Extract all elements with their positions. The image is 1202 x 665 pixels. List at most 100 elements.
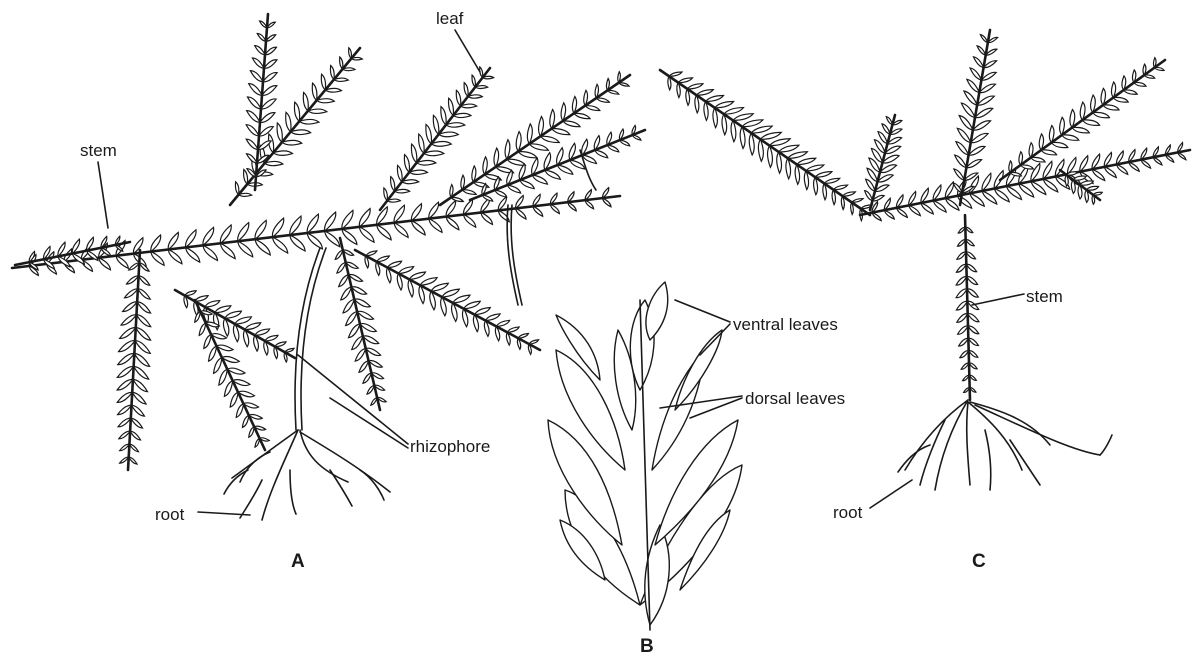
leaf-shape bbox=[456, 90, 461, 106]
leaf-shape bbox=[1104, 167, 1116, 178]
leaf-shape bbox=[568, 202, 576, 211]
leaf-shape bbox=[404, 155, 409, 173]
leaf-shape bbox=[706, 96, 724, 102]
leaf-shape bbox=[348, 324, 360, 338]
pointer-rhizophore-1 bbox=[298, 355, 408, 444]
leaf-shape bbox=[749, 133, 754, 155]
leaf-shape bbox=[886, 117, 892, 125]
leaf-shape bbox=[265, 335, 278, 341]
leaf-shape bbox=[788, 152, 808, 159]
leaf-shape bbox=[119, 431, 130, 439]
leaf-shape bbox=[1031, 181, 1046, 194]
panel-b-shoot-detail bbox=[548, 282, 742, 630]
leaf-shape bbox=[134, 354, 149, 367]
leaf-shape bbox=[308, 109, 327, 113]
leaf-shape bbox=[118, 418, 131, 427]
leaf-shape bbox=[397, 165, 402, 181]
leaf-shape bbox=[136, 328, 151, 341]
leaf-shape bbox=[439, 132, 459, 137]
leaf-shape bbox=[116, 256, 128, 269]
branch-a-tip bbox=[15, 236, 130, 270]
leaf-shape bbox=[1132, 70, 1135, 83]
leaf-shape bbox=[959, 338, 969, 346]
leaf-shape bbox=[246, 154, 257, 163]
leaf-shape bbox=[518, 334, 528, 339]
root-strand bbox=[240, 452, 270, 482]
root-strand bbox=[240, 480, 262, 518]
leaf-shape bbox=[359, 227, 374, 242]
leaf-shape bbox=[133, 379, 148, 391]
leaf-shape bbox=[446, 217, 459, 230]
leaf-shape bbox=[351, 57, 362, 60]
leaf-shape bbox=[678, 78, 692, 83]
branch-a-10 bbox=[355, 250, 540, 354]
leaf-shape bbox=[340, 57, 343, 69]
leaf-shape bbox=[619, 83, 629, 87]
leaf-shape bbox=[433, 115, 438, 134]
leaf-shape bbox=[731, 120, 736, 141]
leaf-shape bbox=[957, 240, 965, 247]
pointer-root-c bbox=[870, 480, 912, 508]
leaf-shape bbox=[1124, 90, 1138, 94]
leaf-shape bbox=[417, 161, 436, 166]
leaf-shape bbox=[1117, 164, 1128, 174]
leaf-shape bbox=[214, 358, 222, 374]
leaf-shape bbox=[954, 169, 964, 180]
leaf-shape bbox=[453, 113, 471, 117]
leaf-shape bbox=[882, 124, 890, 134]
leaf-shape bbox=[366, 251, 377, 256]
leaf-shape bbox=[1052, 142, 1068, 147]
leaf-shape bbox=[1129, 162, 1139, 171]
leaf-shape bbox=[1083, 120, 1100, 125]
leaf-shape bbox=[219, 369, 227, 385]
leaf-shape bbox=[185, 291, 196, 296]
leaf-shape bbox=[464, 199, 473, 214]
panel-label-a: A bbox=[291, 552, 305, 571]
leaf-shape bbox=[321, 74, 325, 90]
leaf-shape bbox=[970, 68, 981, 80]
leaf-shape bbox=[259, 127, 273, 136]
leaf-shape bbox=[395, 189, 410, 193]
leaf-shape bbox=[120, 328, 136, 339]
leaf-shape bbox=[669, 72, 682, 76]
leaf-shape bbox=[255, 46, 265, 55]
leaf-shape bbox=[263, 73, 277, 82]
leaf-shape bbox=[574, 113, 590, 118]
leaf-shape bbox=[265, 161, 283, 165]
leaf-shape bbox=[957, 314, 968, 323]
leaf-shape bbox=[431, 283, 448, 291]
leaf-shape bbox=[1143, 64, 1146, 75]
leaf-shape bbox=[236, 404, 243, 418]
leaf-shape bbox=[130, 431, 140, 440]
leaf-shape bbox=[824, 178, 839, 183]
leaf-shape bbox=[341, 287, 352, 300]
leaf-shape bbox=[552, 129, 570, 135]
leaf-shape bbox=[291, 130, 311, 135]
leaf-shape bbox=[603, 198, 611, 207]
leaf-shape bbox=[303, 92, 308, 110]
leaf-shape bbox=[1178, 152, 1186, 159]
leaf-shape bbox=[687, 84, 703, 89]
root-strand bbox=[1100, 435, 1112, 455]
leaf-shape bbox=[956, 289, 967, 298]
leaf-shape bbox=[968, 338, 978, 345]
label-leaf: leaf bbox=[436, 10, 463, 27]
leaf-shape bbox=[399, 267, 414, 274]
root-system-c bbox=[898, 400, 1112, 490]
leaf-shape bbox=[961, 103, 975, 117]
branch-axis bbox=[660, 70, 870, 215]
leaf-shape bbox=[203, 245, 217, 260]
leaf-shape bbox=[779, 145, 799, 152]
leaf-shape bbox=[520, 180, 534, 189]
leaf-shape bbox=[1153, 157, 1162, 165]
leaf-shape bbox=[367, 385, 374, 394]
leaf-shape bbox=[865, 191, 873, 201]
leaf-shape bbox=[151, 252, 164, 266]
leaf-shape bbox=[441, 107, 446, 125]
leaf-shape bbox=[760, 132, 781, 139]
leaf-shape bbox=[123, 302, 138, 312]
leaf-shape bbox=[209, 346, 217, 361]
label-rhizophore: rhizophore bbox=[410, 438, 490, 455]
leaf-shape bbox=[312, 83, 317, 100]
